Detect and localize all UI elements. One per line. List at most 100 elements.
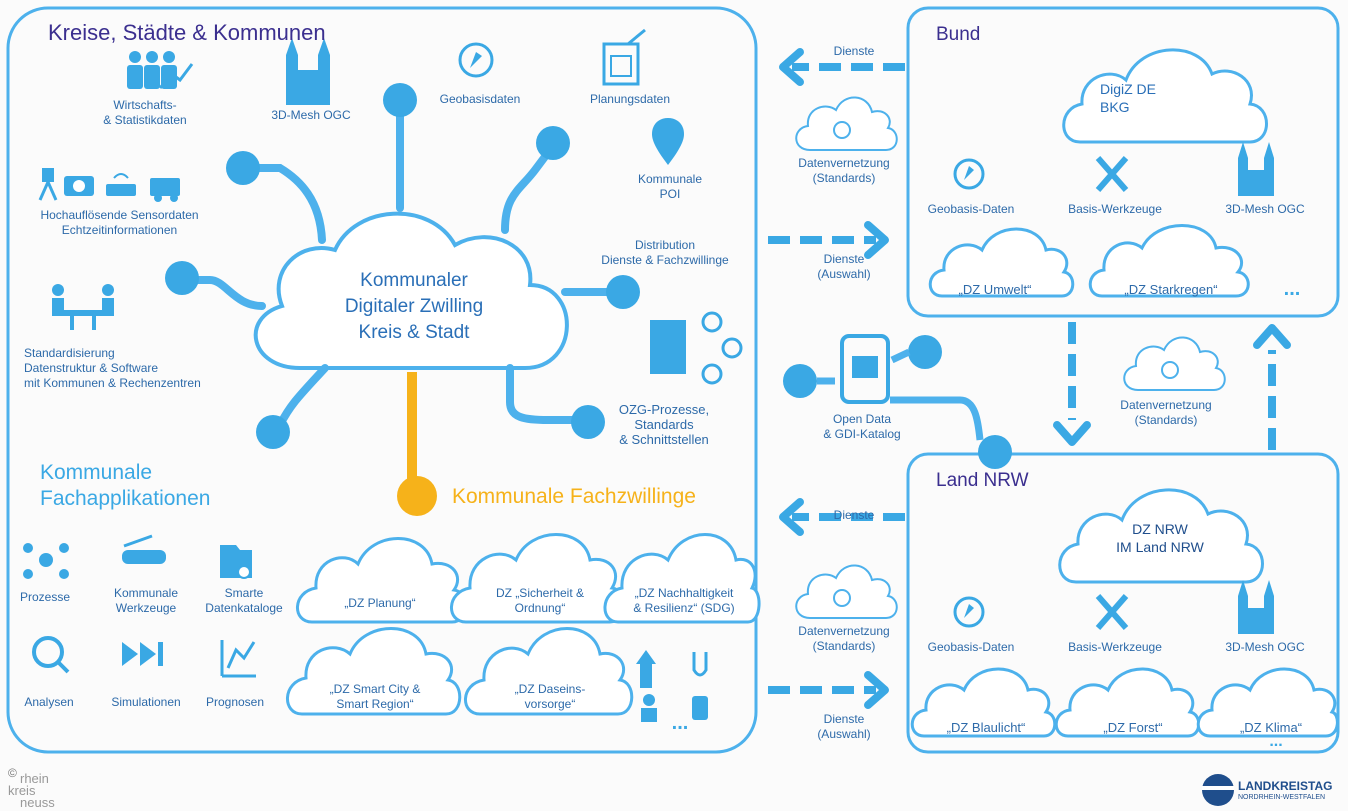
vernetzung-bottom-label: Datenvernetzung (Standards) [798,624,890,653]
bund-tools-icon [1095,156,1129,192]
dienste-mid-label: Dienste [833,508,875,522]
rhein-text: rhein [20,771,49,786]
meeting-icon [52,284,114,330]
bund-twin-clouds [928,224,1250,298]
analysis-icon [32,636,70,674]
bund-werkzeuge: Basis-Werkzeuge [1068,202,1162,216]
landkreistag-logo [1202,774,1234,806]
center-cloud-line1: Kommunaler [360,270,468,291]
app-prognosen: Prognosen [205,695,265,709]
vernetzung-cloud-bottom [795,564,898,619]
land-geobasis: Geobasis-Daten [927,640,1015,654]
opendata-connectors [817,348,984,441]
node-opendata-left [783,364,817,398]
kommunen-more: ... [671,712,689,734]
bund-cloud-label: DigiZ DE BKG [1100,81,1157,115]
ambulance-icon [150,178,180,202]
tram-icon [692,696,708,720]
blueprint-icon [602,28,646,86]
fachzwillinge-label: Kommunale Fachzwillinge [452,485,696,508]
land-title: Land NRW [936,470,1029,491]
kommunen-panel [6,6,758,754]
process-network-icon [23,543,69,579]
dienste-top-label: Dienste [833,44,875,58]
logo-sub-text: NORDRHEIN-WESTFALEN [1238,794,1326,801]
app-prozesse: Prozesse [19,590,71,604]
compass-icon [458,42,494,78]
node-opendata-land [978,435,1012,469]
node-right-mid [606,275,640,309]
forecast-graph-icon [220,640,256,678]
swiss-knife-icon [122,534,166,564]
twin-smartcity: „DZ Smart City & Smart Region“ [329,682,421,711]
building-network-icon [650,311,743,385]
arrowheads [779,48,1291,709]
bund-cathedral-icon [1238,142,1274,196]
playground-icon [636,650,656,688]
distribution-label: Distribution Dienste & Fachzwillinge [601,238,729,267]
stethoscope-icon [692,652,708,677]
land-cloud-label: DZ NRW IM Land NRW [1116,521,1204,555]
mesh-label: 3D-Mesh OGC [271,108,351,122]
node-left-mid [165,261,199,295]
bund-mesh: 3D-Mesh OGC [1225,202,1305,216]
node-opendata-bund [908,335,942,369]
standard-label: Standardisierung Datenstruktur & Softwar… [24,346,201,390]
hub-nodes [165,83,1012,469]
land-mesh: 3D-Mesh OGC [1225,640,1305,654]
app-analysen: Analysen [24,695,74,709]
kommunen-twin-clouds [286,533,761,716]
land-twin-clouds [910,667,1339,738]
twin-daseins: „DZ Daseins- vorsorge“ [514,682,586,711]
center-cloud-line2: Digitaler Zwilling [344,296,484,317]
node-top-right [536,126,570,160]
node-left-low [256,415,290,449]
twin-nachhaltigkeit: „DZ Nachhaltigkeit & Resilienz“ (SDG) [633,586,735,615]
node-top [383,83,417,117]
vernetzung-cloud-right [1123,336,1226,391]
center-cloud-line3: Kreis & Stadt [358,322,470,343]
app-datenkataloge: Smarte Datenkataloge [205,586,283,615]
folder-search-icon [220,545,252,579]
people-chart-icon [127,51,177,89]
cathedral-icon [286,38,330,105]
dashed-arrows [768,63,1276,694]
bund-more: ... [1283,278,1301,300]
land-cathedral-icon [1238,580,1274,634]
dienste-auswahl-top-label: Dienste (Auswahl) [817,252,871,281]
kommunen-title: Kreise, Städte & Kommunen [48,20,326,45]
copyright-symbol: © [8,766,17,780]
node-left-upper [226,151,260,185]
land-werkzeuge: Basis-Werkzeuge [1068,640,1162,654]
land-forst: „DZ Forst“ [1103,720,1163,735]
fast-forward-icon [122,642,163,666]
app-werkzeuge: Kommunale Werkzeuge [113,586,179,615]
twin-sicherheit: DZ „Sicherheit & Ordnung“ [495,586,585,615]
bund-title: Bund [936,24,981,45]
vernetzung-top-label: Datenvernetzung (Standards) [798,156,890,185]
bund-geobasis: Geobasis-Daten [927,202,1015,216]
opendata-phone-icon [840,334,890,404]
bund-panel [906,6,1340,318]
land-tools-icon [1095,594,1129,630]
land-main-cloud [1058,488,1264,584]
location-pin-icon [652,118,684,165]
land-blaulicht: „DZ Blaulicht“ [946,720,1026,735]
camera-icon [64,176,94,196]
twin-planung: „DZ Planung“ [344,596,416,610]
bund-umwelt: „DZ Umwelt“ [958,282,1032,297]
worker-icon [641,694,657,722]
sensor-label: Hochauflösende Sensordaten Echtzeitinfor… [40,208,199,237]
router-icon [106,173,136,196]
land-compass-icon [953,596,985,628]
vernetzung-cloud-top [795,96,898,151]
land-klima: „DZ Klima“ [1239,720,1303,735]
ozg-label: OZG-Prozesse, Standards & Schnittstellen [618,402,710,447]
bund-compass-icon [953,158,985,190]
opendata-label: Open Data & GDI-Katalog [823,412,901,441]
trend-arrow-icon [158,63,194,89]
logo-main-text: LANDKREISTAG [1238,779,1333,793]
dienste-auswahl-bottom-label: Dienste (Auswahl) [817,712,871,741]
vernetzung-right-label: Datenvernetzung (Standards) [1120,398,1212,427]
